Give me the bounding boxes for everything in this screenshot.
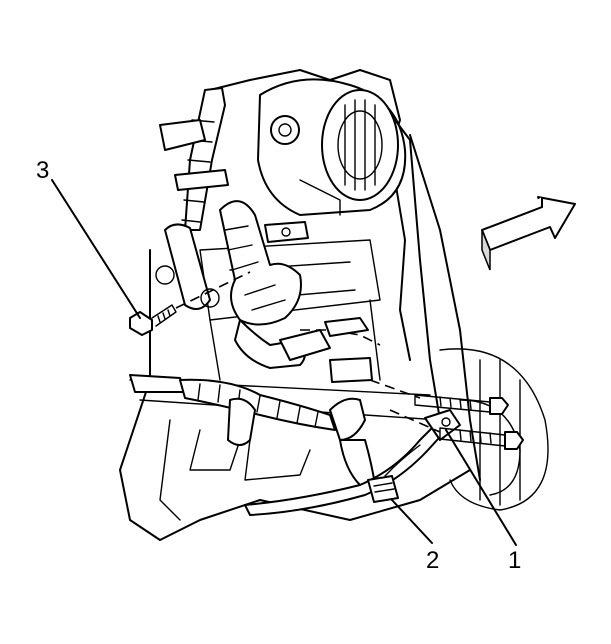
- wiring-harness-coil: [219, 200, 331, 369]
- callout-3-label: 3: [36, 157, 49, 184]
- bolt-upper-right: [414, 394, 509, 415]
- callout-1-label: 1: [508, 547, 521, 574]
- harness-connector: [367, 444, 421, 503]
- front-direction-arrow-icon: [481, 196, 576, 271]
- drive-belt: [394, 119, 549, 511]
- alternator: [257, 78, 407, 216]
- bolt-lower-right: [439, 427, 524, 450]
- callout-2-label: 2: [426, 547, 439, 574]
- wiring-harness-lower: [129, 357, 376, 486]
- cable-bracket: [264, 221, 369, 337]
- bolt-callout-3: [129, 304, 177, 336]
- leader-lines: [51, 179, 517, 546]
- assembly-guide-lines: [175, 271, 441, 433]
- battery-cable: [244, 409, 461, 516]
- wiring-harness-upper: [155, 87, 229, 310]
